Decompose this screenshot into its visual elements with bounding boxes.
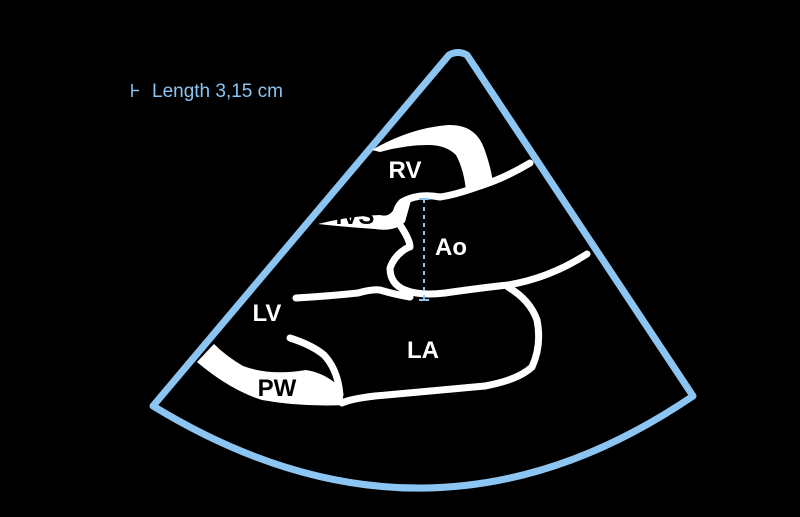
- aortic-anterior-wall: [393, 159, 534, 251]
- label-ao: Ao: [435, 234, 467, 261]
- label-pw: PW: [258, 375, 297, 402]
- rv-free-wall: [372, 124, 493, 191]
- ultrasound-sector: [149, 49, 697, 492]
- mitral-leaflet: [292, 286, 414, 302]
- label-rv: RV: [389, 157, 422, 184]
- posterior-leaflet: [286, 334, 344, 399]
- interventricular-septum: [318, 197, 412, 230]
- label-la: LA: [407, 337, 439, 364]
- label-lv: LV: [253, 300, 282, 327]
- heart-structures: [197, 124, 591, 407]
- aortic-posterior-wall: [386, 243, 591, 298]
- posterior-wall: [197, 344, 345, 406]
- measurement-readout: Length 3,15 cm: [131, 81, 283, 102]
- caliper-icon: [131, 84, 139, 97]
- measurement-text: Length 3,15 cm: [152, 81, 283, 102]
- measurement-caliper: [419, 198, 429, 301]
- label-ivs: IVS: [336, 203, 375, 230]
- left-atrium-wall: [338, 283, 543, 407]
